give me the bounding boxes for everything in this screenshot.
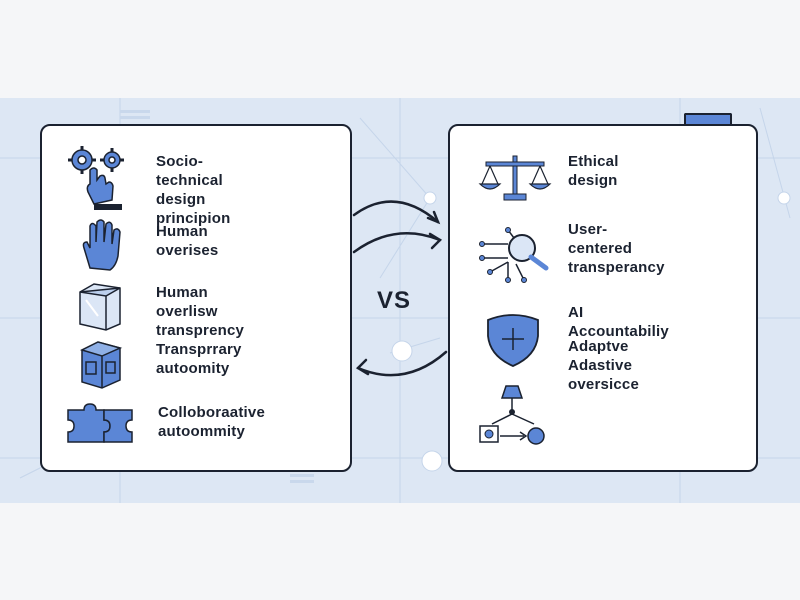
circuit-magnifier-icon [479,227,549,283]
right-item-3-label: AI Accountabiliy [568,304,669,340]
right-item-1-label: Ethical design [568,153,619,189]
left-item-3-label: Human overlisw transprency [156,284,245,339]
left-item-5-label: Colloboraative autoommity [158,404,265,440]
gears-hand-icon [68,146,124,210]
left-item-1-label: Socio-technical design principion [156,153,231,227]
right-item-2-label: User-centered transperancy [568,221,665,276]
vs-label: VS [377,287,412,314]
scales-icon [478,155,552,201]
panel-tab [684,113,732,125]
right-panel [448,124,758,472]
flow-diagram-icon [479,385,545,445]
shield-icon [487,314,539,367]
left-item-4-label: Transprrary autoomity [156,341,242,377]
cube-icon [79,341,123,389]
puzzle-icon [67,403,133,443]
glass-cube-icon [79,283,121,331]
hand-icon [82,219,121,271]
left-item-2-label: Human overises [156,223,219,259]
right-item-4-label: Adaptve Adastive oversicce [568,338,640,393]
